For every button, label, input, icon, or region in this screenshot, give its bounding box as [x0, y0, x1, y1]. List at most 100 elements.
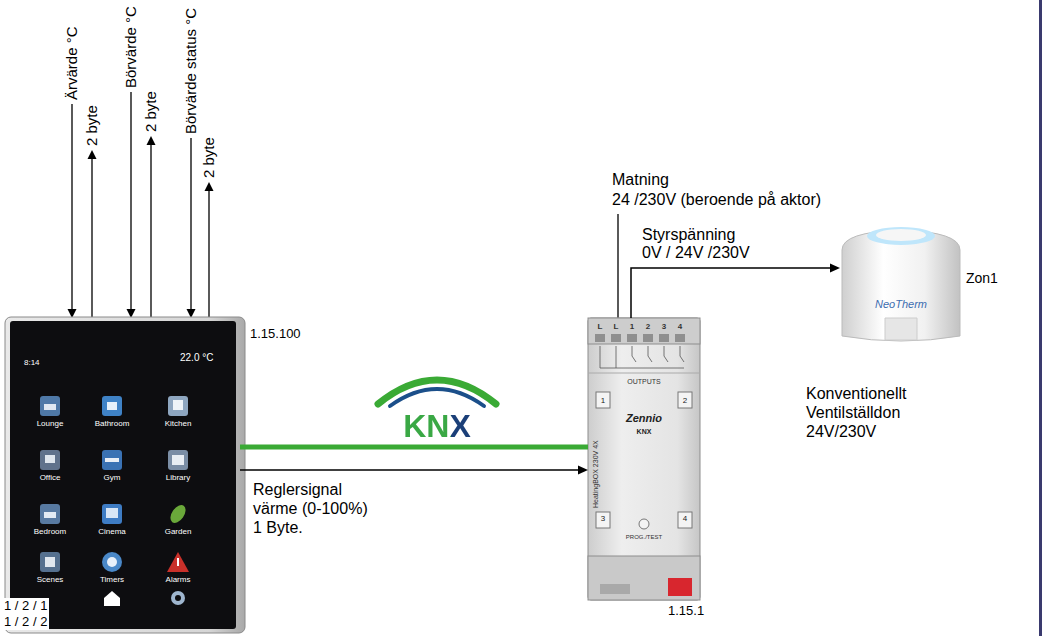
supply-leader	[618, 214, 619, 318]
screen-text: Office	[10, 473, 90, 483]
heating-actuator-drawing-part	[600, 584, 630, 594]
heating-actuator-drawing-part-part	[632, 346, 633, 356]
signal-name: Börvärde °C	[122, 6, 140, 88]
control-signal-arrow-line	[240, 469, 579, 471]
device-marking: 2	[678, 396, 692, 406]
supply-note: Matning	[612, 170, 669, 189]
data-size: 2 byte	[142, 91, 160, 132]
touch-panel-drawing-part	[173, 400, 183, 410]
touch-panel-drawing-part	[104, 591, 120, 606]
heating-actuator-drawing-part	[588, 373, 700, 374]
bus-signal-arrows-part	[205, 182, 214, 191]
touch-panel-drawing-part	[106, 508, 118, 518]
device-marking: 1	[625, 322, 639, 332]
signal-name: Börvärde status °C	[182, 8, 200, 134]
screen-text: Alarms	[138, 575, 218, 585]
screen-text: Bedroom	[10, 527, 90, 537]
touch-panel-drawing-part	[172, 455, 184, 465]
screen-text: Kitchen	[138, 419, 218, 429]
heating-actuator-drawing-part	[643, 334, 653, 342]
heating-actuator-drawing-part	[678, 512, 692, 528]
touch-panel-drawing-part	[168, 396, 188, 416]
bus-signal-arrows-part	[130, 92, 131, 309]
device-marking: 1	[596, 396, 610, 406]
heating-actuator-drawing-part	[588, 556, 700, 600]
device-marking: OUTPUTS	[614, 378, 674, 386]
screen-text: 22.0 °C	[180, 352, 213, 364]
touch-panel-drawing-part	[102, 504, 122, 524]
heating-actuator-drawing-part-part	[600, 346, 601, 368]
touch-panel-drawing-part	[44, 404, 56, 410]
valve-actuator-drawing-part	[885, 318, 917, 340]
edge-label: Styrspänning 0V / 24V /230V	[642, 226, 756, 263]
page-border	[1039, 0, 1042, 636]
device-marking: 3	[596, 514, 610, 524]
device-marking: L	[593, 322, 607, 332]
touch-panel-drawing-part	[40, 552, 60, 572]
heating-actuator-drawing-part	[678, 392, 692, 408]
valve-actuator: NeoThermZon1Konventionellt Ventilställdo…	[840, 222, 962, 342]
touch-panel-drawing-part	[177, 558, 179, 566]
bus-signal-arrows-part	[88, 150, 97, 159]
knx-logo-arc-part	[390, 389, 484, 406]
device-marking: KNX	[624, 428, 664, 436]
touch-panel: 8:1422.0 °CLoungeBathroomKitchenOfficeGy…	[8, 320, 240, 632]
device-marking: 2	[641, 322, 655, 332]
device-marking: 3	[657, 322, 671, 332]
device-marking: Zennio	[609, 412, 679, 425]
heating-actuator-drawing-part	[595, 334, 605, 342]
valve-text: Zon1	[966, 270, 998, 287]
control-signal-arrow	[240, 466, 588, 475]
device-address: 1.15.1	[668, 603, 704, 619]
device-marking: L	[609, 322, 623, 332]
knx-logo-arc	[378, 380, 496, 406]
heating-actuator-drawing-part	[627, 334, 637, 342]
screen-text: 8:14	[24, 358, 40, 368]
bus-signal-arrows-part	[71, 104, 72, 309]
heating-actuator-drawing-part	[588, 318, 700, 344]
data-size: 2 byte	[83, 105, 101, 146]
valve-text: NeoTherm	[861, 298, 941, 311]
touch-panel-drawing-part	[107, 402, 117, 410]
bus-signal-arrows-part	[208, 191, 209, 318]
heating-actuator-drawing-part	[659, 334, 669, 342]
touch-panel-drawing-part	[105, 458, 119, 462]
valve-actuator-drawing-part	[842, 230, 960, 341]
screen-text: Cinema	[72, 527, 152, 537]
heating-actuator-drawing-part-part	[680, 346, 681, 356]
touch-panel-drawing-part	[102, 552, 122, 572]
group-address: 1 / 2 / 1	[2, 598, 49, 614]
group-address: 1 / 2 / 2	[2, 614, 49, 630]
control-voltage-arrow	[631, 264, 840, 319]
valve-actuator-drawing-part	[867, 227, 935, 245]
heating-actuator-drawing-part	[675, 334, 685, 342]
touch-panel-drawing-part	[44, 512, 56, 518]
touch-panel-drawing-part	[10, 321, 236, 629]
device-marking: PROG./TEST	[614, 534, 674, 541]
signal-name: Ärvärde °C	[63, 26, 81, 100]
touch-panel-drawing-part	[175, 595, 181, 601]
heating-actuator-drawing-part-part	[616, 346, 617, 368]
touch-panel-drawing-part	[168, 450, 188, 470]
touch-panel-drawing-part	[171, 591, 185, 605]
bus-signal-arrows-part	[150, 145, 151, 318]
screen-text: Bathroom	[72, 419, 152, 429]
valve-actuator-drawing	[842, 227, 960, 341]
heating-actuator-drawing-part-part	[648, 356, 652, 362]
heating-actuator-drawing-part	[611, 334, 621, 342]
valve-text: Konventionellt Ventilställdon 24V/230V	[806, 384, 920, 442]
device-marking: 4	[678, 514, 692, 524]
touch-panel-drawing-part	[102, 450, 122, 470]
heating-actuator-drawing	[588, 318, 700, 600]
touch-panel-drawing-part	[45, 557, 55, 567]
heating-actuator-drawing-part	[588, 318, 700, 600]
device-marking: 4	[673, 322, 687, 332]
heating-actuator-drawing-part	[600, 346, 684, 368]
screen-text: Garden	[138, 527, 218, 537]
bus-signal-arrows-part	[91, 159, 92, 318]
edge-label: KNX	[392, 410, 482, 442]
touch-panel-drawing-part	[102, 396, 122, 416]
edge-label: Reglersignal värme (0-100%) 1 Byte.	[253, 480, 377, 538]
bus-signal-arrows-part	[147, 136, 156, 145]
